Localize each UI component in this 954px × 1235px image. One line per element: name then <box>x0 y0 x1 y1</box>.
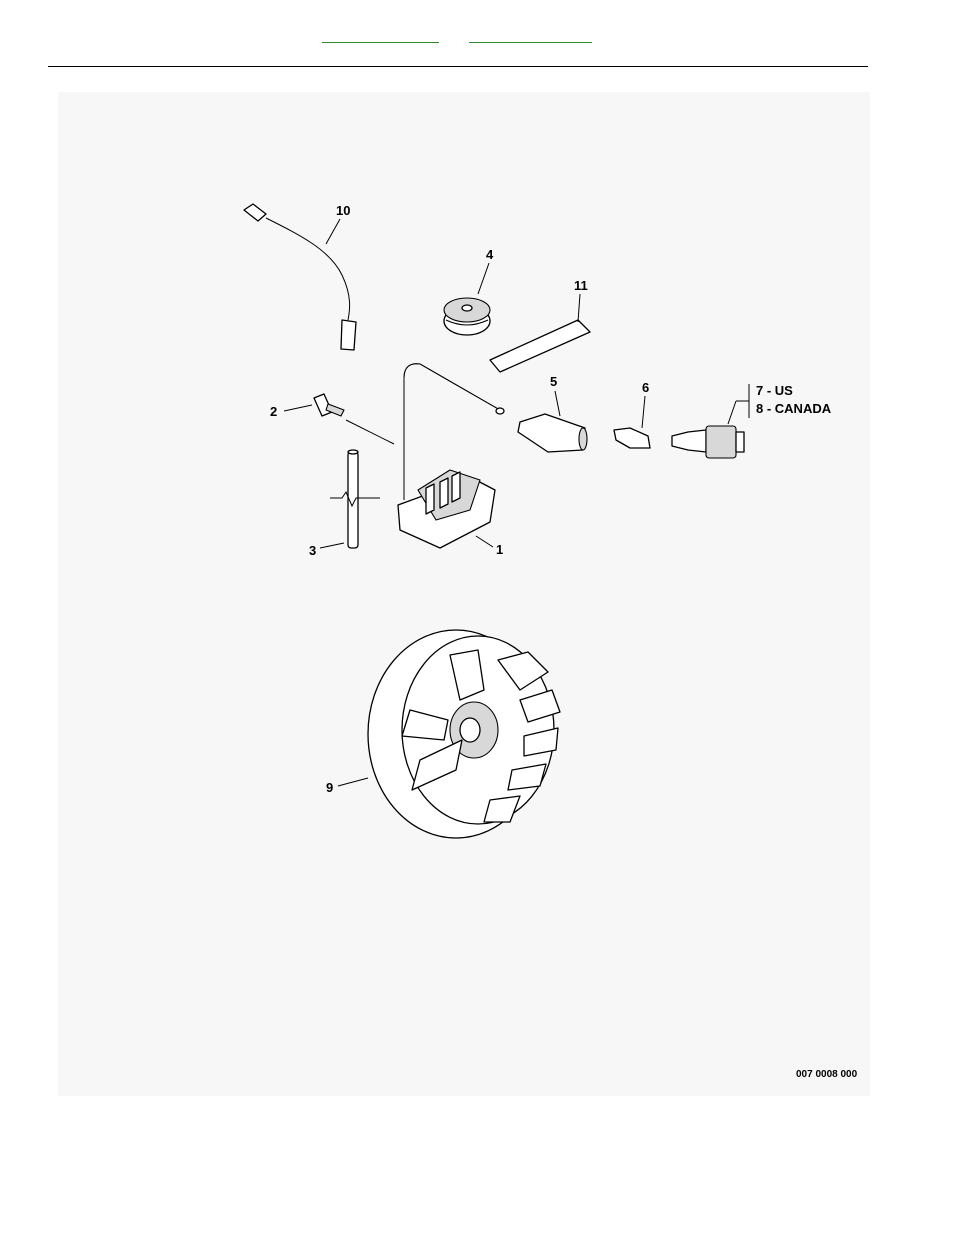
lead-wire-part <box>244 204 356 350</box>
spark-plug-part <box>672 426 744 458</box>
callout-9: 9 <box>326 780 333 795</box>
spark-plug-boot-part <box>518 414 587 452</box>
drawing-code: 007 0008 000 <box>796 1069 858 1080</box>
callout-1: 1 <box>496 542 503 557</box>
callout-10: 10 <box>336 203 350 218</box>
callout-6: 6 <box>642 380 649 395</box>
screw-part <box>314 394 344 416</box>
grommet-part <box>444 298 490 335</box>
callout-3: 3 <box>309 543 316 558</box>
callout-5: 5 <box>550 374 557 389</box>
variant-canada-label: 8 - CANADA <box>756 401 832 416</box>
variant-us-label: 7 - US <box>756 383 793 398</box>
flywheel-part <box>368 630 560 838</box>
tape-part <box>490 320 590 372</box>
ignition-coil-part <box>398 364 504 548</box>
callout-11: 11 <box>574 278 588 293</box>
terminal-part <box>614 428 650 448</box>
callout-4: 4 <box>486 247 494 262</box>
callout-2: 2 <box>270 404 277 419</box>
tube-part <box>330 450 380 548</box>
